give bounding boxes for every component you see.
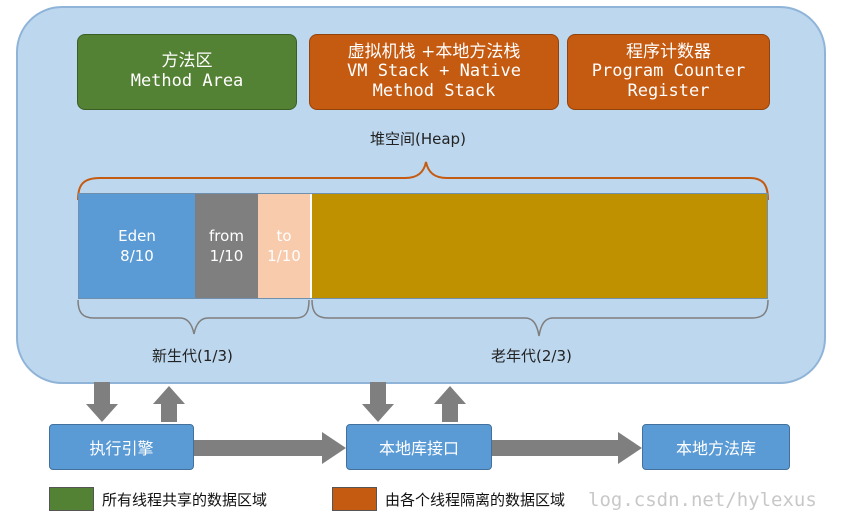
old-gen-segment xyxy=(310,194,767,298)
vm-stack-cn: 虚拟机栈 +本地方法栈 xyxy=(347,41,521,62)
arrow-down-interface xyxy=(362,382,394,422)
native-library-box: 本地方法库 xyxy=(642,424,790,470)
eden-ratio: 8/10 xyxy=(120,247,154,265)
from-ratio: 1/10 xyxy=(209,247,244,265)
legend-shared-swatch xyxy=(49,487,94,511)
to-ratio: 1/10 xyxy=(267,247,301,265)
method-area-box: 方法区 Method Area xyxy=(77,34,297,110)
watermark-text: log.csdn.net/hylexus xyxy=(588,489,817,511)
heap-label: 堆空间(Heap) xyxy=(370,130,466,148)
arrow-engine-to-interface xyxy=(194,432,346,464)
heap-brace xyxy=(77,161,769,201)
from-segment: from 1/10 xyxy=(195,194,258,298)
method-area-cn: 方法区 xyxy=(161,51,213,72)
eden-segment: Eden 8/10 xyxy=(79,194,195,298)
arrow-down-engine xyxy=(86,382,118,422)
from-name: from xyxy=(209,226,244,245)
heap-bar: Eden 8/10 from 1/10 to 1/10 xyxy=(78,193,768,299)
legend-shared-text: 所有线程共享的数据区域 xyxy=(102,491,268,509)
method-area-en: Method Area xyxy=(130,71,244,91)
eden-name: Eden xyxy=(118,226,156,245)
vm-stack-box: 虚拟机栈 +本地方法栈 VM Stack + Native Method Sta… xyxy=(309,34,559,110)
arrow-up-interface xyxy=(434,386,466,422)
vm-stack-en-line2: Method Stack xyxy=(372,80,496,101)
young-gen-label: 新生代(1/3) xyxy=(152,347,233,365)
arrow-up-engine xyxy=(153,386,185,422)
native-interface-box: 本地库接口 xyxy=(346,424,492,470)
vm-stack-en-line1: VM Stack + Native xyxy=(347,61,521,82)
execution-engine-box: 执行引擎 xyxy=(49,424,194,470)
pc-register-en-line1: Program Counter xyxy=(591,61,746,82)
legend-isolated-swatch xyxy=(332,487,377,511)
to-name: to xyxy=(276,226,292,245)
pc-register-cn: 程序计数器 xyxy=(626,41,711,62)
old-gen-label: 老年代(2/3) xyxy=(491,347,572,365)
pc-register-en-line2: Register xyxy=(627,80,710,101)
young-gen-brace xyxy=(77,299,310,335)
old-gen-brace xyxy=(311,299,769,337)
legend-isolated-text: 由各个线程隔离的数据区域 xyxy=(385,491,566,509)
arrow-interface-to-library xyxy=(492,432,642,464)
pc-register-box: 程序计数器 Program Counter Register xyxy=(567,34,770,110)
to-segment: to 1/10 xyxy=(258,194,310,298)
